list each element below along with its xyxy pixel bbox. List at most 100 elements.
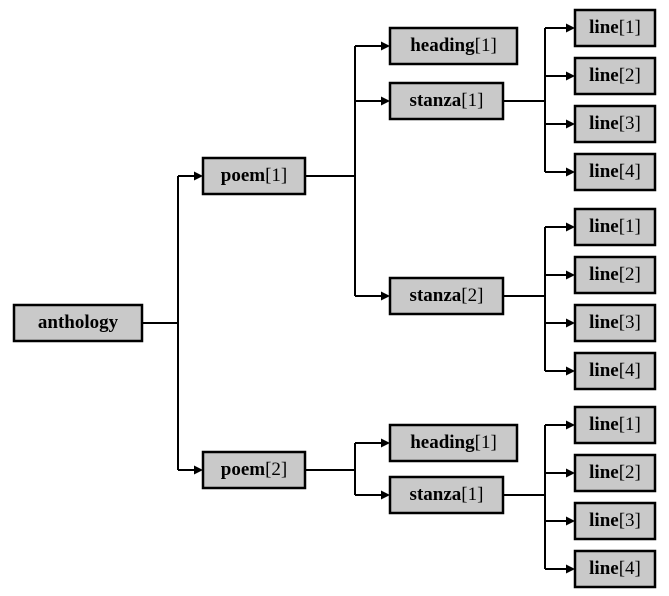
arrow-head-icon <box>381 490 390 500</box>
node-box[interactable] <box>573 56 657 96</box>
node-box[interactable] <box>201 450 307 490</box>
node-box[interactable] <box>573 207 657 247</box>
node-poem1[interactable]: poem[1] <box>201 156 307 196</box>
edge-group <box>503 420 575 574</box>
node-box[interactable] <box>573 351 657 391</box>
node-element-name: poem <box>221 165 266 186</box>
node-element-name: line <box>589 216 619 237</box>
node-s11line1[interactable]: line[1] <box>573 8 657 48</box>
node-s21line3[interactable]: line[3] <box>573 501 657 541</box>
node-s11line4[interactable]: line[4] <box>573 152 657 192</box>
node-p2stanza1[interactable]: stanza[1] <box>388 475 505 515</box>
node-element-name: heading <box>410 35 475 56</box>
node-box[interactable] <box>388 475 505 515</box>
node-element-name: line <box>589 510 619 531</box>
node-index: [3] <box>619 312 641 333</box>
edge-group <box>305 438 390 500</box>
node-box[interactable] <box>388 26 519 66</box>
node-index: [1] <box>619 216 641 237</box>
node-layer: anthologypoem[1]poem[2]heading[1]stanza[… <box>12 8 657 589</box>
node-p1stanza1[interactable]: stanza[1] <box>388 81 505 121</box>
arrow-head-icon <box>194 465 203 475</box>
node-box[interactable] <box>388 276 505 316</box>
arrow-head-icon <box>566 167 575 177</box>
node-s12line3[interactable]: line[3] <box>573 303 657 343</box>
arrow-head-icon <box>566 468 575 478</box>
node-element-name: line <box>589 161 619 182</box>
node-box[interactable] <box>388 81 505 121</box>
node-label: line[2] <box>589 65 641 86</box>
node-element-name: anthology <box>38 312 119 333</box>
arrow-head-icon <box>566 516 575 526</box>
node-element-name: line <box>589 113 619 134</box>
node-s11line2[interactable]: line[2] <box>573 56 657 96</box>
node-box[interactable] <box>573 501 657 541</box>
node-box[interactable] <box>573 104 657 144</box>
node-index: [4] <box>619 558 641 579</box>
node-element-name: line <box>589 558 619 579</box>
node-label: line[1] <box>589 216 641 237</box>
node-index: [4] <box>619 360 641 381</box>
node-box[interactable] <box>573 453 657 493</box>
node-p2heading1[interactable]: heading[1] <box>388 423 519 463</box>
node-box[interactable] <box>573 8 657 48</box>
node-poem2[interactable]: poem[2] <box>201 450 307 490</box>
node-box[interactable] <box>573 255 657 295</box>
arrow-head-icon <box>566 420 575 430</box>
node-element-name: poem <box>221 459 266 480</box>
node-index: [1] <box>619 17 641 38</box>
node-s21line2[interactable]: line[2] <box>573 453 657 493</box>
arrow-head-icon <box>566 270 575 280</box>
node-index: [2] <box>461 285 483 306</box>
node-label: line[1] <box>589 414 641 435</box>
node-box[interactable] <box>573 303 657 343</box>
node-label: heading[1] <box>410 35 497 56</box>
node-index: [1] <box>475 35 497 56</box>
arrow-head-icon <box>566 318 575 328</box>
node-index: [2] <box>265 459 287 480</box>
node-label: stanza[1] <box>410 90 484 111</box>
arrow-head-icon <box>566 564 575 574</box>
arrow-head-icon <box>566 366 575 376</box>
node-label: stanza[1] <box>410 484 484 505</box>
node-element-name: line <box>589 462 619 483</box>
node-box[interactable] <box>201 156 307 196</box>
node-index: [1] <box>461 484 483 505</box>
node-element-name: line <box>589 264 619 285</box>
node-index: [2] <box>619 264 641 285</box>
node-s21line1[interactable]: line[1] <box>573 405 657 445</box>
arrow-head-icon <box>566 23 575 33</box>
arrow-head-icon <box>194 171 203 181</box>
node-box[interactable] <box>12 303 144 343</box>
node-index: [4] <box>619 161 641 182</box>
edge-group <box>503 222 575 376</box>
node-s12line1[interactable]: line[1] <box>573 207 657 247</box>
node-s12line2[interactable]: line[2] <box>573 255 657 295</box>
node-label: line[4] <box>589 161 641 182</box>
node-s11line3[interactable]: line[3] <box>573 104 657 144</box>
node-box[interactable] <box>573 405 657 445</box>
node-box[interactable] <box>573 549 657 589</box>
node-label: poem[2] <box>221 459 287 480</box>
node-label: line[3] <box>589 510 641 531</box>
node-element-name: line <box>589 65 619 86</box>
node-element-name: stanza <box>410 90 462 111</box>
node-index: [3] <box>619 113 641 134</box>
node-box[interactable] <box>388 423 519 463</box>
node-anthology[interactable]: anthology <box>12 303 144 343</box>
node-label: line[4] <box>589 360 641 381</box>
node-index: [3] <box>619 510 641 531</box>
node-element-name: line <box>589 312 619 333</box>
node-index: [1] <box>265 165 287 186</box>
node-p1heading1[interactable]: heading[1] <box>388 26 519 66</box>
node-label: line[3] <box>589 312 641 333</box>
node-p1stanza2[interactable]: stanza[2] <box>388 276 505 316</box>
node-s12line4[interactable]: line[4] <box>573 351 657 391</box>
node-s21line4[interactable]: line[4] <box>573 549 657 589</box>
node-element-name: heading <box>410 432 475 453</box>
node-box[interactable] <box>573 152 657 192</box>
edge-group <box>503 23 575 177</box>
node-index: [2] <box>619 462 641 483</box>
